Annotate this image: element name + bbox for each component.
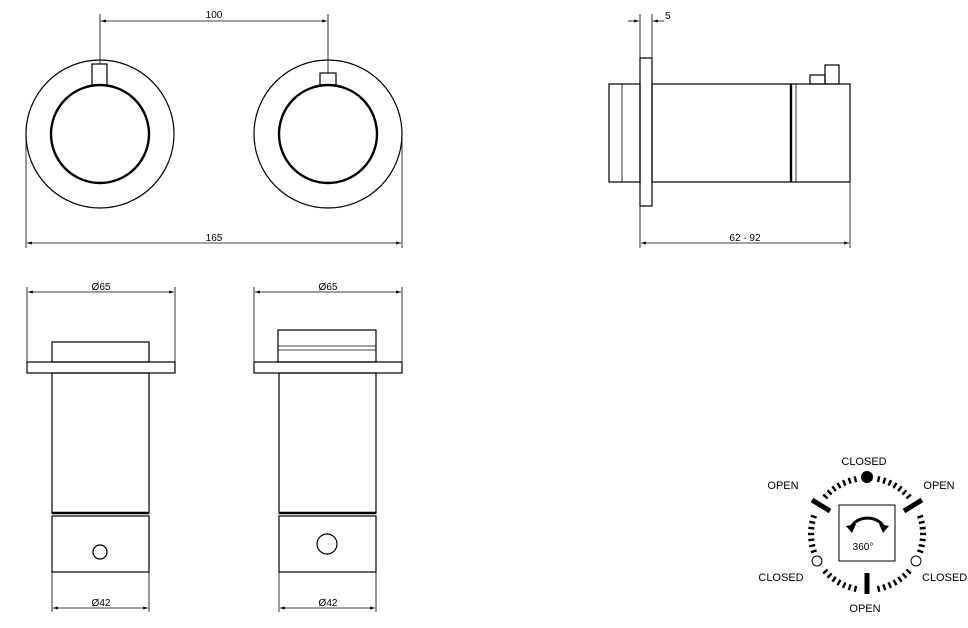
rotation-tick (905, 493, 912, 500)
rotation-tick (919, 538, 926, 542)
center-distance-label: 100 (206, 10, 223, 21)
label-open-right: OPEN (923, 480, 954, 492)
rotation-legend: 360° CLOSED OPEN OPEN CLOSED CLOSED OPEN (758, 456, 967, 615)
closed-indicator-top (861, 471, 873, 483)
rotation-tick (831, 485, 837, 492)
label-open-bottom: OPEN (849, 603, 880, 615)
rotation-tick (808, 526, 815, 530)
rotation-tick (841, 581, 847, 589)
closed-indicator-left (811, 555, 823, 567)
rotation-tick (808, 538, 815, 542)
label-closed-left: CLOSED (758, 572, 803, 584)
rotation-tick (836, 482, 842, 489)
rotation-tick (882, 477, 887, 484)
rotation-tick (892, 579, 898, 586)
right-elevation: Ø65 Ø42 (253, 282, 403, 612)
left-elevation: Ø65 Ø42 (26, 282, 176, 612)
rotation-label: 360° (853, 542, 874, 553)
rotation-tick-marks (808, 476, 926, 592)
rotation-tick (822, 568, 829, 575)
rotation-tick (847, 584, 852, 591)
rotation-tick (822, 493, 829, 500)
open-bar-right (902, 497, 924, 514)
rotation-tick (876, 476, 881, 483)
depth-label: 62 - 92 (729, 233, 761, 244)
label-closed-top: CLOSED (841, 456, 886, 468)
rotation-tick (831, 576, 837, 583)
rotation-tick (882, 584, 887, 591)
rotation-tick (917, 514, 924, 519)
dimension-center-distance: 100 (99, 10, 329, 73)
right-flange-diameter-label: Ø65 (319, 282, 338, 293)
label-closed-right: CLOSED (922, 572, 967, 584)
rotation-tick (810, 549, 817, 554)
rotation-tick (917, 549, 924, 554)
rotation-tick (826, 572, 833, 579)
rotation-tick (887, 581, 893, 589)
rotation-tick (905, 568, 912, 575)
rotation-tick (841, 479, 847, 487)
open-bar-left (810, 497, 832, 514)
rotation-tick (919, 526, 926, 530)
closed-indicator-right (910, 555, 922, 567)
rotation-tick (918, 543, 925, 548)
rotation-tick (887, 479, 893, 487)
rotation-tick (826, 489, 833, 496)
rotation-tick (897, 576, 903, 583)
side-view: 5 62 - 92 (608, 11, 851, 248)
dimension-flange-thickness: 5 (628, 11, 671, 58)
label-open-left: OPEN (767, 480, 798, 492)
left-body-diameter-label: Ø42 (92, 598, 111, 609)
left-knob-front (25, 59, 175, 209)
rotation-tick (892, 482, 898, 489)
rotation-tick (809, 520, 816, 525)
rotation-tick (897, 485, 903, 492)
rotation-tick (901, 572, 908, 579)
rotation-tick (901, 489, 908, 496)
rotation-tick (876, 585, 881, 592)
front-view: 100 165 (25, 10, 403, 248)
dimension-depth: 62 - 92 (639, 182, 851, 248)
right-knob-front (253, 59, 403, 209)
rotation-tick (918, 520, 925, 525)
flange-thickness-label: 5 (665, 11, 671, 22)
rotation-tick (853, 476, 858, 483)
rotation-tick (810, 514, 817, 519)
rotation-tick (836, 579, 842, 586)
overall-width-label: 165 (206, 233, 223, 244)
rotation-tick (847, 477, 852, 484)
left-flange-diameter-label: Ø65 (92, 282, 111, 293)
right-body-diameter-label: Ø42 (319, 598, 338, 609)
dimension-overall-width: 165 (25, 134, 403, 248)
rotation-tick (853, 585, 858, 592)
rotation-tick (809, 543, 816, 548)
